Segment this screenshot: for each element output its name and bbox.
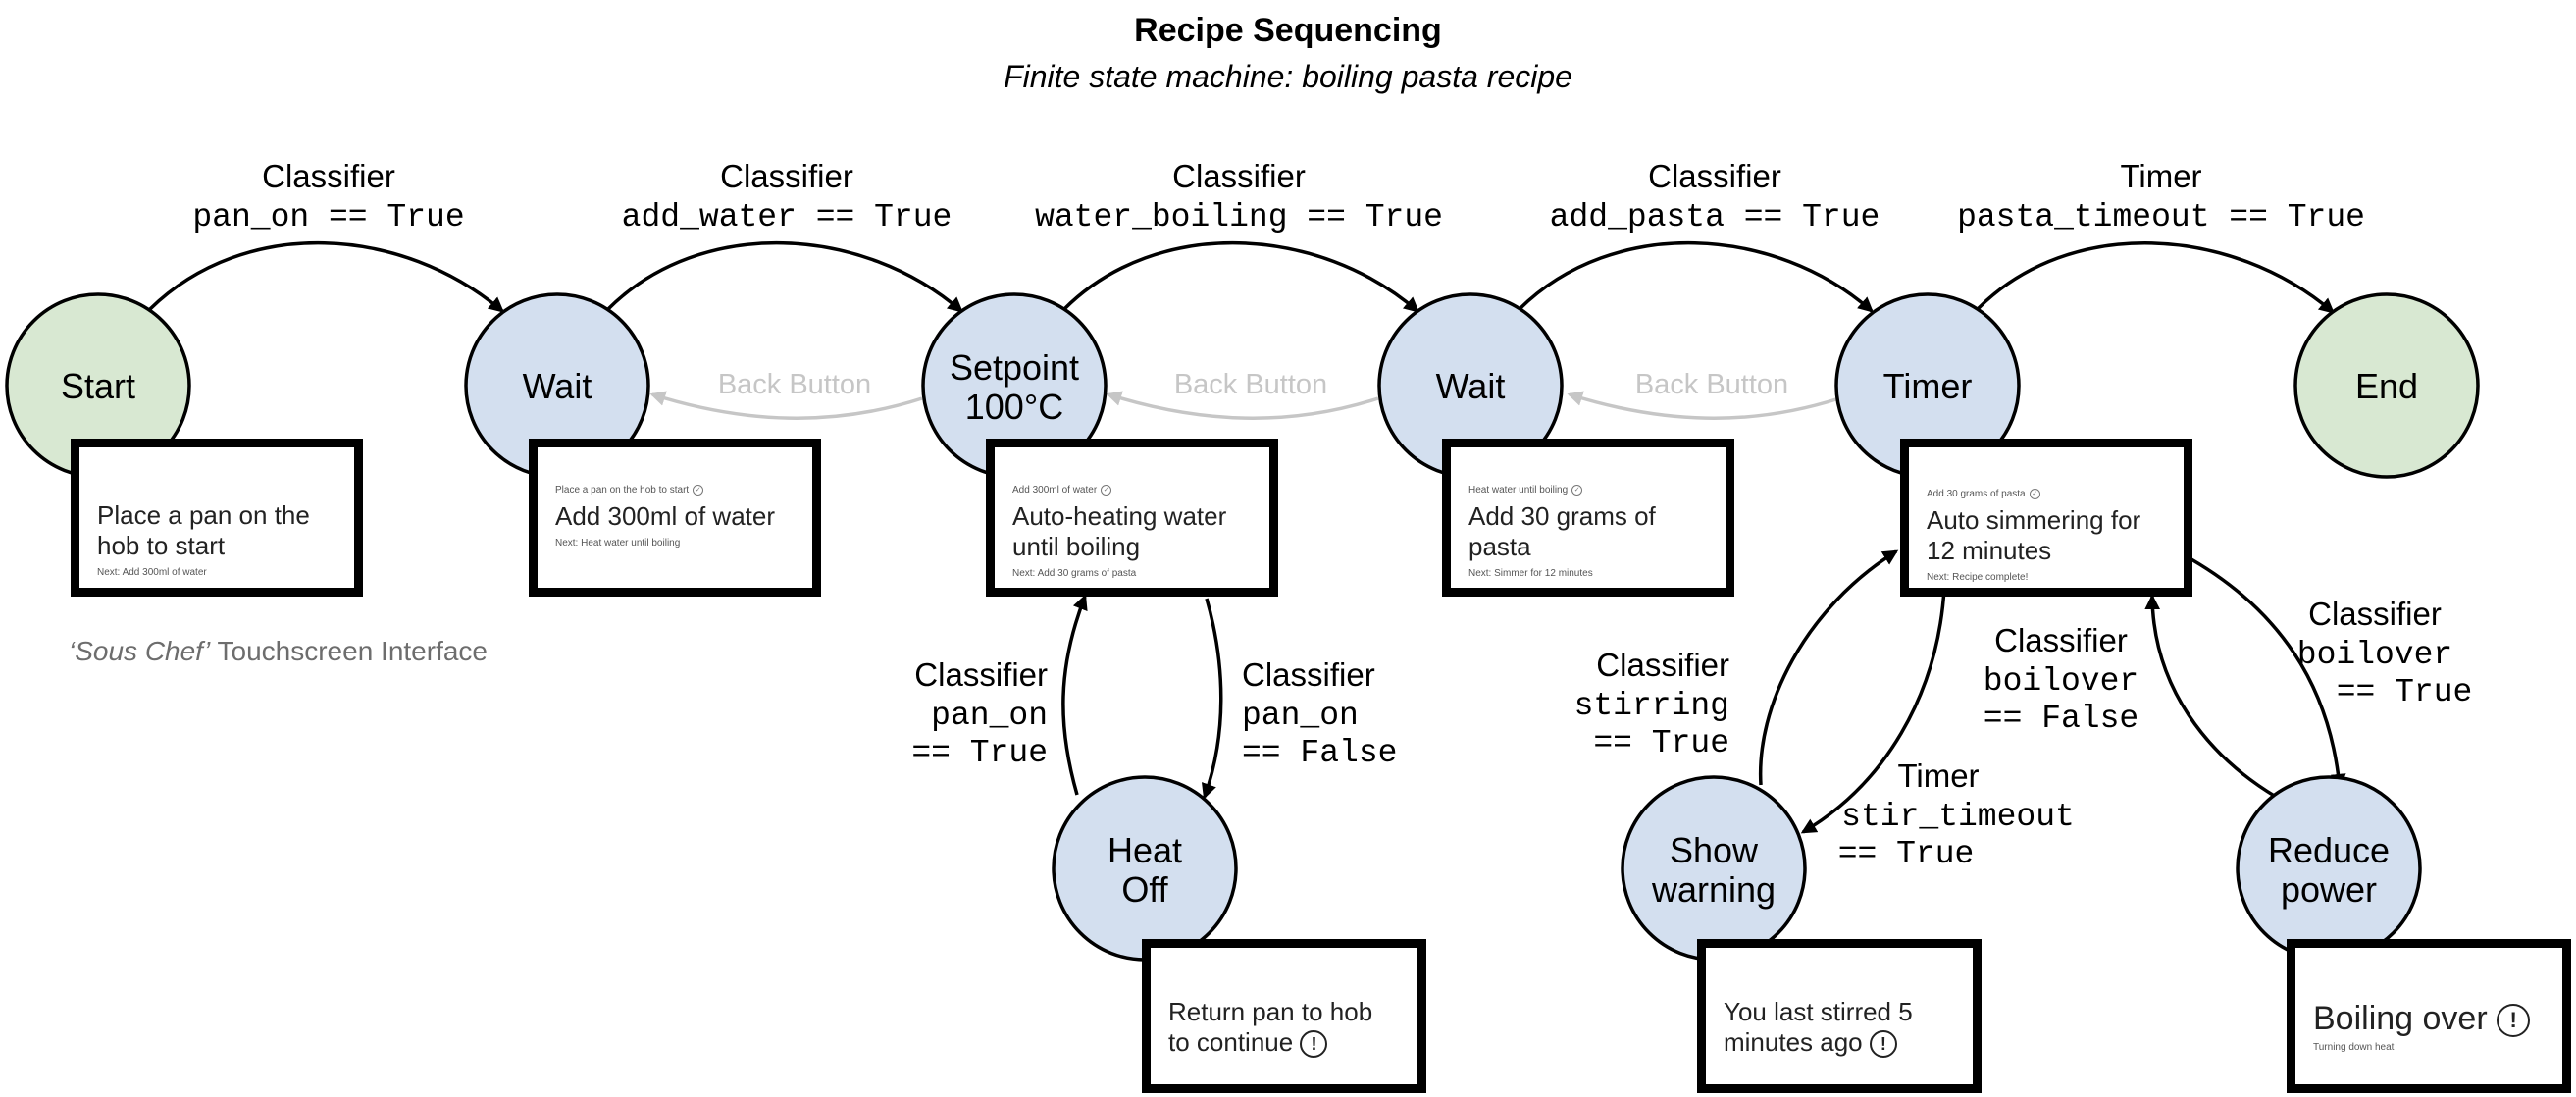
state-label: Reduce (2268, 830, 2390, 870)
diagram-subtitle: Finite state machine: boiling pasta reci… (1004, 59, 1572, 94)
card-instruction: Auto-heating water until boiling (1012, 501, 1227, 561)
state-label: 100°C (965, 387, 1063, 427)
state-label: power (2281, 869, 2377, 910)
transition-trigger: Classifier (2308, 596, 2442, 632)
check-circle-icon: ✓ (1571, 485, 1583, 496)
card-next-step: Next: Add 30 grams of pasta (1012, 568, 1137, 579)
interface-caption: ‘Sous Chef’ Touchscreen Interface (69, 636, 488, 667)
card-previous-step: Add 300ml of water✓ (1012, 485, 1252, 496)
card-instruction: Boiling over ! (2313, 999, 2545, 1038)
transition-condition: == True (2337, 674, 2473, 710)
diagram-title: Recipe Sequencing (1134, 12, 1442, 49)
edge-setpoint-to-wait (1062, 240, 1419, 313)
back-button-label: Back Button (1174, 369, 1327, 400)
card-next-step: Next: Recipe complete! (1927, 572, 2029, 583)
transition-trigger: Classifier (262, 158, 395, 194)
edge-setpoint-to-heatoff (1201, 598, 1223, 800)
transition-condition: == True (1838, 836, 1975, 872)
transition-condition: stir_timeout (1841, 799, 2075, 835)
transition-condition: add_pasta == True (1550, 199, 1880, 235)
state-end (2293, 292, 2480, 479)
edge-reduce-to-timer (2144, 594, 2277, 799)
caption-text: Touchscreen Interface (210, 636, 489, 666)
transition-trigger: Timer (2120, 158, 2201, 194)
state-label: warning (1651, 869, 1776, 910)
transition-condition: == True (911, 735, 1048, 771)
state-label: Setpoint (950, 347, 1079, 388)
card-next-step: Next: Simmer for 12 minutes (1468, 568, 1593, 579)
screen-card-reduce-power: Boiling over ! Turning down heat (2287, 939, 2571, 1093)
check-circle-icon: ✓ (2029, 489, 2040, 499)
check-circle-icon: ✓ (1101, 485, 1112, 496)
card-instruction: You last stirred 5 minutes ago ! (1724, 997, 1913, 1059)
edge-start-to-wait (148, 240, 504, 313)
card-instruction: Auto simmering for 12 minutes (1927, 505, 2141, 565)
transition-trigger: Classifier (1648, 158, 1781, 194)
card-previous-step: Add 30 grams of pasta✓ (1927, 489, 2166, 499)
transition-trigger: Classifier (1596, 647, 1729, 683)
transition-trigger: Classifier (914, 656, 1048, 693)
state-label: Show (1670, 830, 1759, 870)
edge-heatoff-to-setpoint (1061, 594, 1088, 796)
card-instruction: Add 30 grams of pasta (1468, 501, 1656, 561)
transition-condition: == False (1242, 735, 1397, 771)
transition-condition: == True (1593, 725, 1729, 761)
card-previous-step: Place a pan on the hob to start✓ (555, 485, 795, 496)
edge-timer-to-reduce (2182, 552, 2346, 790)
state-label: Timer (1883, 366, 1973, 406)
state-label: Wait (1436, 366, 1506, 406)
transition-condition: stirring (1574, 688, 1729, 724)
alert-circle-icon: ! (1869, 1030, 1897, 1059)
state-label: Start (61, 366, 135, 406)
screen-card-setpoint: Add 300ml of water✓ Auto-heating water u… (986, 439, 1278, 597)
screen-card-wait-1: Place a pan on the hob to start✓ Add 300… (529, 439, 821, 597)
state-label: Off (1121, 869, 1168, 910)
state-label: Heat (1108, 830, 1182, 870)
edge-back-wait-to-setpoint (1106, 391, 1379, 420)
transition-condition: add_water == True (622, 199, 953, 235)
transition-trigger: Classifier (1172, 158, 1306, 194)
alert-circle-icon: ! (1300, 1030, 1328, 1059)
card-instruction: Add 300ml of water (555, 501, 776, 531)
check-circle-icon: ✓ (693, 485, 704, 496)
card-subtext: Turning down heat (2313, 1042, 2395, 1053)
card-next-step: Next: Heat water until boiling (555, 538, 681, 548)
transition-condition: pan_on (1242, 698, 1359, 734)
caption-product-name: ‘Sous Chef’ (69, 636, 211, 666)
card-instruction: Place a pan on the hob to start (97, 500, 310, 560)
card-instruction: Return pan to hob to continue ! (1168, 997, 1373, 1059)
transition-condition: boilover (2297, 637, 2452, 673)
card-previous-step: Heat water until boiling✓ (1468, 485, 1708, 496)
edge-timer-to-end (1976, 241, 2335, 314)
edge-back-setpoint-to-wait (649, 391, 923, 420)
screen-card-timer: Add 30 grams of pasta✓ Auto simmering fo… (1900, 439, 2192, 597)
edge-back-timer-to-wait (1567, 391, 1840, 420)
edge-wait-to-setpoint (606, 240, 963, 313)
alert-circle-icon: ! (2497, 1004, 2531, 1038)
transition-condition: pan_on == True (192, 199, 464, 235)
transition-condition: pan_on (931, 698, 1048, 734)
transition-trigger: Classifier (1994, 622, 2128, 658)
transition-trigger: Classifier (720, 158, 853, 194)
transition-condition: pasta_timeout == True (1957, 199, 2365, 235)
screen-card-heat-off: Return pan to hob to continue ! (1142, 939, 1426, 1093)
transition-condition: water_boiling == True (1035, 199, 1443, 235)
edge-timer-to-warning (1800, 588, 1946, 834)
state-label: End (2355, 366, 2418, 406)
screen-card-wait-2: Heat water until boiling✓ Add 30 grams o… (1442, 439, 1734, 597)
transition-trigger: Classifier (1242, 656, 1375, 693)
transition-condition: == False (1984, 701, 2138, 737)
screen-card-start: Place a pan on the hob to start Next: Ad… (71, 439, 363, 597)
back-button-label: Back Button (718, 369, 871, 400)
screen-card-show-warning: You last stirred 5 minutes ago ! (1697, 939, 1982, 1093)
transition-condition: boilover (1984, 663, 2138, 700)
edge-wait-to-timer (1518, 240, 1874, 313)
state-label: Wait (523, 366, 592, 406)
transition-trigger: Timer (1897, 757, 1979, 794)
card-next-step: Next: Add 300ml of water (97, 567, 207, 578)
back-button-label: Back Button (1635, 369, 1788, 400)
edge-warning-to-timer (1758, 549, 1899, 786)
